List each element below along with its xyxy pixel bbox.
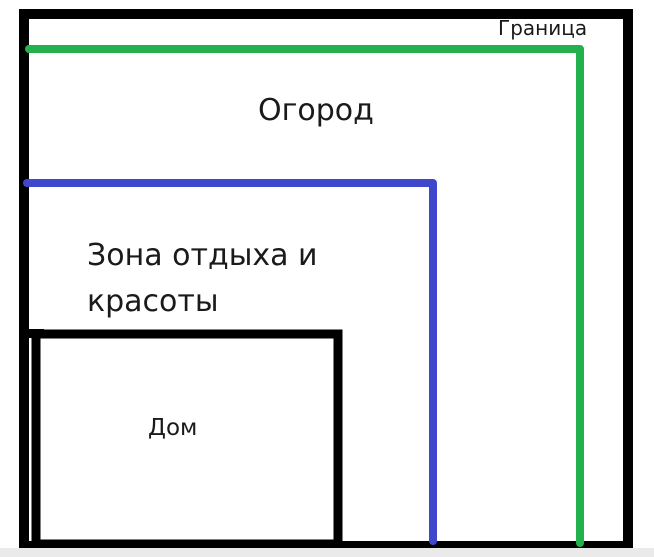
border-label: Граница <box>498 16 588 40</box>
house-label: Дом <box>148 415 198 441</box>
rest-zone-label-line2: красоты <box>87 284 219 319</box>
house-outline <box>31 329 343 549</box>
rest-zone-label: Зона отдыха и красоты <box>87 233 387 325</box>
rest-zone-line <box>23 179 437 545</box>
rest-zone-label-line1: Зона отдыха и <box>87 238 318 273</box>
bottom-edge-strip <box>0 548 654 557</box>
border-line <box>25 45 584 547</box>
garden-label: Огород <box>258 93 374 128</box>
house-frame-joint <box>24 329 44 338</box>
